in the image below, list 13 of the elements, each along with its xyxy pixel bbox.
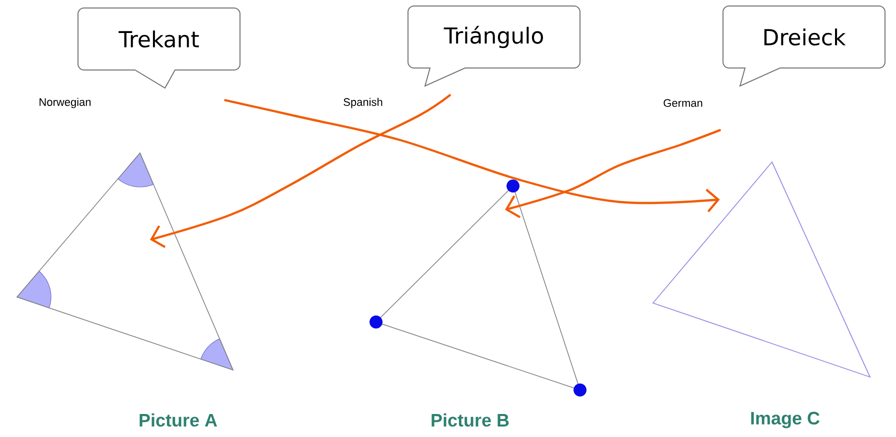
node-label: Image C: [751, 412, 820, 428]
arrow: [505, 129, 721, 218]
language-label: Norwegian: [40, 98, 91, 108]
speech-bubble: Trekant: [78, 8, 240, 88]
arrow: [150, 94, 451, 248]
language-label: German: [664, 99, 702, 107]
speech-bubble: Triángulo: [408, 6, 580, 86]
node-label: Picture A: [140, 413, 218, 427]
language-label: Spanish: [344, 98, 382, 108]
triangle-drawing: [370, 180, 586, 396]
speech-bubble: Dreieck: [722, 6, 886, 86]
arrow: [224, 99, 720, 212]
node-label: Picture B: [432, 413, 509, 427]
